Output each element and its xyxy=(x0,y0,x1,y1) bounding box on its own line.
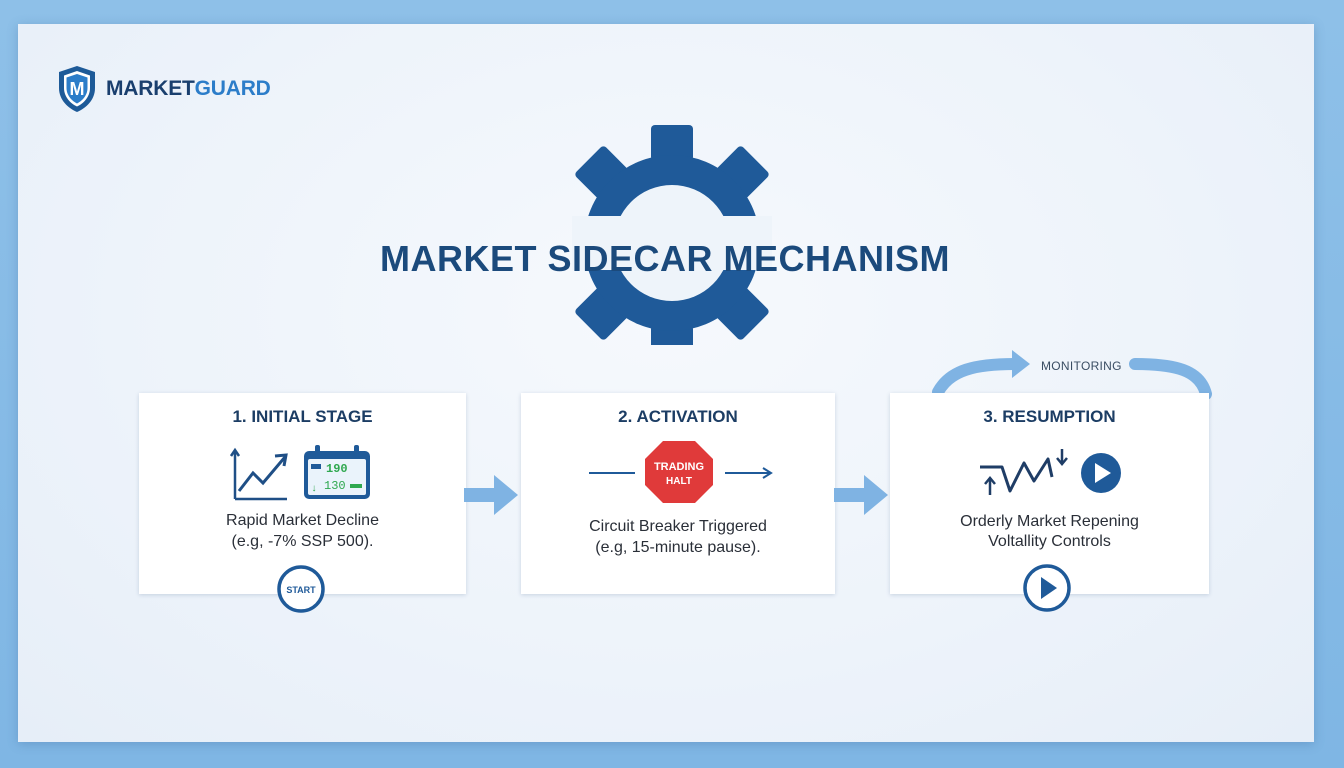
brand-logo[interactable]: M MARKETGUARD xyxy=(56,64,271,114)
stage-description-line2: (e.g, -7% SSP 500). xyxy=(231,533,374,550)
brand-name-part2: GUARD xyxy=(194,77,271,100)
stage-card-initial: 1. INITIAL STAGE ↓ 190 130 Rapid Market … xyxy=(139,393,466,594)
ticker-value-2: 130 xyxy=(324,479,346,493)
halt-sign-line1: TRADING xyxy=(654,461,704,473)
stage-title: 1. INITIAL STAGE xyxy=(232,407,373,426)
brand-name-part1: MARKET xyxy=(106,77,195,100)
monitoring-loop-arrow xyxy=(932,350,1212,400)
halt-sign-line2: HALT xyxy=(666,476,692,487)
stage-description-line1: Orderly Market Repening xyxy=(960,513,1139,530)
ticker-value-1: 190 xyxy=(326,462,348,476)
stage-title: 2. ACTIVATION xyxy=(618,407,738,426)
start-badge-label: START xyxy=(286,585,316,595)
volatility-wave-icon xyxy=(980,449,1068,495)
stage-description-line2: Voltallity Controls xyxy=(988,533,1111,550)
start-badge[interactable]: START xyxy=(276,564,326,614)
stage-description-line1: Rapid Market Decline xyxy=(226,512,379,529)
stop-sign-icon: TRADING HALT xyxy=(589,441,773,503)
resume-play-button[interactable] xyxy=(1021,562,1073,614)
shield-icon: M xyxy=(59,66,95,112)
stage-description-line2: (e.g, 15-minute pause). xyxy=(595,539,761,556)
page-title: MARKET SIDECAR MECHANISM xyxy=(380,238,950,279)
flow-arrow-1 xyxy=(464,475,518,515)
monitoring-label: MONITORING xyxy=(1041,359,1122,373)
stage-title: 3. RESUMPTION xyxy=(983,407,1116,426)
chart-up-icon xyxy=(229,447,288,501)
stage-card-activation: 2. ACTIVATION TRADING HALT Circuit Break… xyxy=(521,393,835,594)
logo-letter: M xyxy=(70,79,85,99)
gear-icon xyxy=(572,125,772,345)
stage-description-line1: Circuit Breaker Triggered xyxy=(589,518,767,535)
play-icon[interactable] xyxy=(1080,452,1122,494)
flow-arrow-2 xyxy=(834,475,888,515)
svg-text:↓: ↓ xyxy=(311,484,317,495)
ticker-board-icon: ↓ 190 130 xyxy=(304,445,370,499)
stage-card-resumption: 3. RESUMPTION Orderly Market Repening Vo… xyxy=(890,393,1209,594)
brand-name: MARKETGUARD xyxy=(106,77,271,101)
